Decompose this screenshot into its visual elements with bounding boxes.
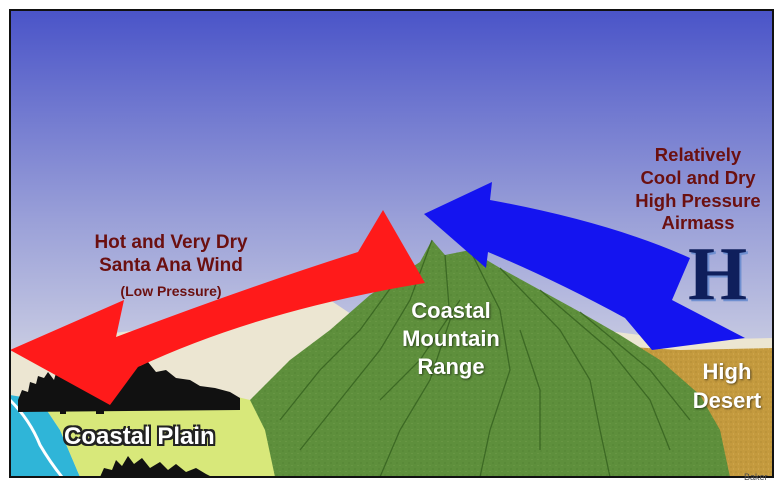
high-desert-label: High Desert: [676, 358, 778, 415]
high-pressure-airflow-arrow: [424, 182, 745, 350]
desert-line-2: Desert: [692, 387, 762, 413]
author-credit: Baker: [744, 472, 768, 482]
ocean: [10, 395, 80, 477]
santa-ana-wind-label: Hot and Very Dry Santa Ana Wind: [66, 232, 276, 278]
coastal-plain-label: Coastal Plain: [64, 423, 215, 450]
airmass-line-2: Cool and Dry: [640, 166, 756, 188]
coastal-mountain-range-label: Coastal Mountain Range: [388, 297, 514, 381]
diagram-frame: [9, 9, 774, 478]
santa-ana-line-2: Santa Ana Wind: [99, 254, 243, 276]
airmass-line-3: High Pressure: [635, 189, 761, 211]
airmass-line-4: Airmass: [661, 212, 735, 234]
santa-ana-wind-arrow: [10, 210, 425, 405]
mountain-line-3: Range: [417, 353, 485, 379]
mountain-line-2: Mountain: [402, 325, 500, 351]
airmass-line-1: Relatively: [654, 144, 742, 165]
high-pressure-symbol: H: [688, 232, 748, 316]
surf-line: [8, 398, 64, 478]
desert-line-1: High: [702, 359, 752, 384]
mountain-texture: [230, 240, 730, 477]
high-pressure-airmass-label: Relatively Cool and Dry High Pressure Ai…: [612, 144, 783, 235]
mountain-line-1: Coastal: [411, 298, 491, 323]
low-pressure-label: (Low Pressure): [120, 283, 222, 299]
santa-ana-line-1: Hot and Very Dry: [94, 232, 248, 253]
